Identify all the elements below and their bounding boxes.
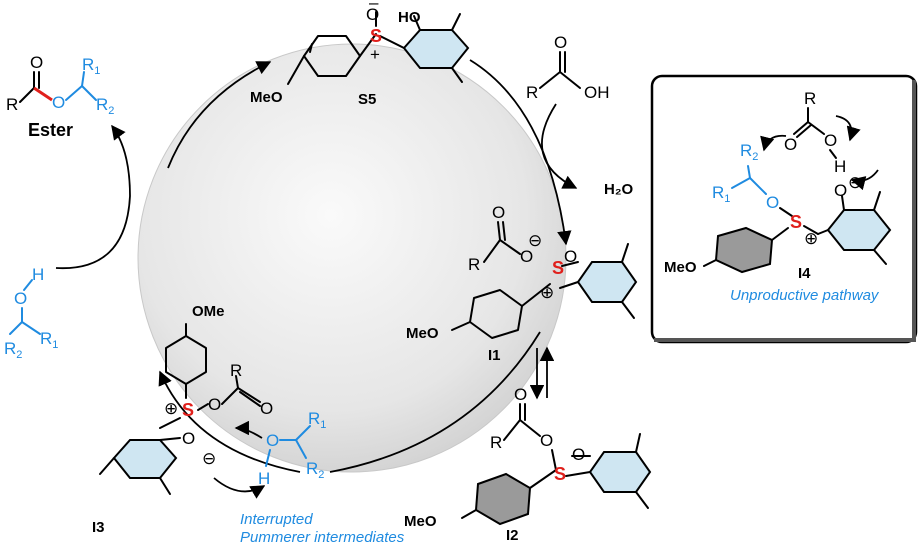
i4-label: I4	[798, 265, 811, 282]
s5-structure: MeO O – S + HO S5	[250, 0, 470, 108]
i1-structure: R O O ⊖ S O ⊕ MeO I1	[406, 203, 638, 364]
acid-carbonyl-o: O	[554, 33, 567, 52]
alcohol-structure: O H R2 R1	[4, 265, 58, 361]
i3-minus: ⊖	[202, 449, 216, 468]
i2-structure: R O O S O MeO I2	[404, 385, 652, 544]
inset-i4-panel: R O O H R2 R1 O S ⊕ MeO O ⊖	[650, 74, 918, 344]
s5-label: S5	[358, 91, 376, 108]
interrupted-caption-line2: Pummerer intermediates	[240, 529, 405, 546]
i4-phenoxide-o: O	[834, 181, 847, 200]
i2-sulfur: S	[554, 464, 566, 484]
i3-r: R	[230, 361, 242, 380]
i1-o-carbonyl: O	[492, 203, 505, 222]
i4-ether-o: O	[766, 193, 779, 212]
acid-r: R	[526, 83, 538, 102]
interrupted-r1: R1	[308, 409, 326, 431]
interrupted-alcohol: O R1 R2 H	[213, 409, 326, 499]
interrupted-caption-line1: Interrupted	[240, 511, 313, 528]
i3-ester-o: O	[208, 395, 221, 414]
water-label: H₂O	[604, 181, 633, 198]
acid-oh: OH	[584, 83, 610, 102]
i3-carbonyl-o: O	[260, 399, 273, 418]
s5-charge-minus: –	[369, 0, 379, 12]
i3-structure: OMe ⊕ S O R O O ⊖ I3	[92, 303, 273, 536]
ester-r: R	[6, 95, 18, 114]
interrupted-h: H	[258, 469, 270, 488]
i1-meo: MeO	[406, 325, 439, 342]
s5-meo: MeO	[250, 89, 283, 106]
i1-aryl-ring	[576, 261, 638, 303]
alcohol-o: O	[14, 289, 27, 308]
ester-r1: R1	[82, 55, 100, 77]
i3-ome: OMe	[192, 303, 225, 320]
i1-r: R	[468, 255, 480, 274]
i3-label: I3	[92, 519, 105, 536]
i1-ether-o: O	[564, 247, 577, 266]
interrupted-o: O	[266, 431, 279, 450]
i4-minus: ⊖	[848, 173, 862, 192]
i4-meo: MeO	[664, 259, 697, 276]
i2-o-ester: O	[540, 431, 553, 450]
i3-plus: ⊕	[164, 399, 178, 418]
i1-label: I1	[488, 347, 501, 364]
s5-charge-plus: +	[370, 45, 380, 64]
i4-caption: Unproductive pathway	[730, 287, 880, 304]
i4-acid-h: H	[834, 157, 846, 176]
i4-r2: R2	[740, 141, 758, 163]
i4-r: R	[804, 89, 816, 108]
s5-hydroxy: HO	[398, 9, 421, 26]
i3-sulfur: S	[182, 400, 194, 420]
i3-aryl-ring	[112, 439, 178, 479]
i2-meo: MeO	[404, 513, 437, 530]
ester-label: Ester	[28, 120, 73, 140]
i2-label: I2	[506, 527, 519, 544]
i3-phenoxide-o: O	[182, 429, 195, 448]
s5-sulfur: S	[370, 26, 382, 46]
i4-sulfur: S	[790, 212, 802, 232]
alcohol-r2: R2	[4, 339, 22, 361]
i4-acid-o: O	[824, 131, 837, 150]
i1-plus: ⊕	[540, 283, 554, 302]
i2-r: R	[490, 433, 502, 452]
i2-anisyl-ring	[474, 472, 532, 526]
ester-ether-o: O	[52, 93, 65, 112]
alcohol-h: H	[32, 265, 44, 284]
interrupted-r2: R2	[306, 459, 324, 481]
cycle-arrows	[55, 59, 578, 473]
i4-carbonyl-o: O	[784, 135, 797, 154]
ester-structure: R O O R1 R2 Ester	[6, 53, 114, 140]
i4-r1: R1	[712, 183, 730, 205]
ester-r2: R2	[96, 95, 114, 117]
i4-plus: ⊕	[804, 229, 818, 248]
alcohol-r1: R1	[40, 329, 58, 351]
i1-sulfur: S	[552, 258, 564, 278]
i1-o-carboxylate: O	[520, 247, 533, 266]
i2-aryl-ring	[588, 451, 652, 493]
acid-structure: R O OH	[526, 33, 610, 102]
i1-minus: ⊖	[528, 231, 542, 250]
i2-ether-o: O	[572, 445, 585, 464]
i2-o-carbonyl: O	[514, 385, 527, 404]
ester-carbonyl-o: O	[30, 53, 43, 72]
s5-oxygen: O	[366, 5, 379, 24]
